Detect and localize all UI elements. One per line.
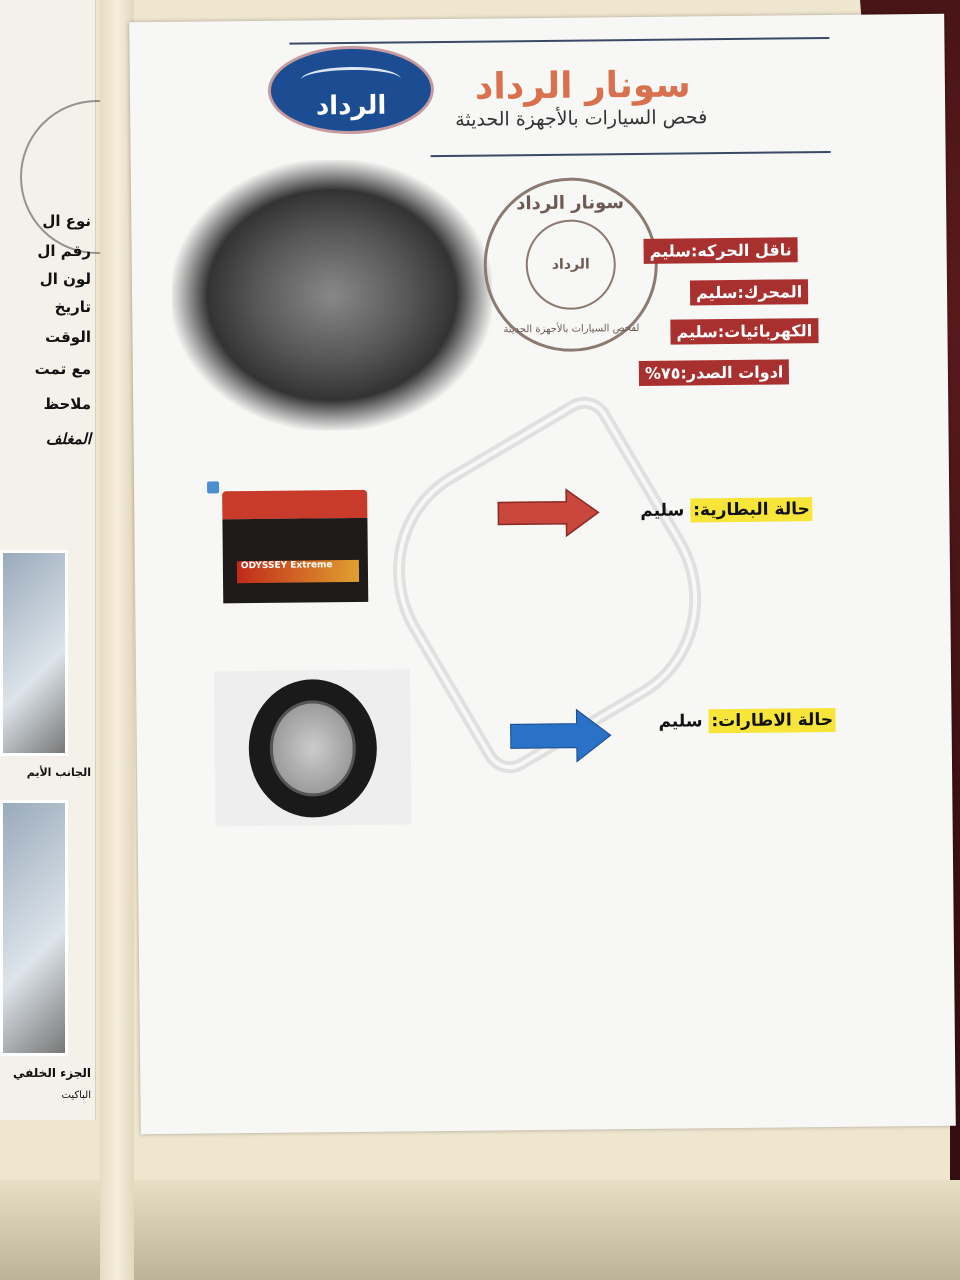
left-caption: الجزء الخلفي [13, 1066, 91, 1080]
tires-status-label: حالة الاطارات: [708, 707, 837, 734]
stamp-top-text: سونار الرداد [516, 192, 625, 215]
tag-transmission: ناقل الحركه:سليم [643, 237, 798, 264]
car-silhouette-icon [300, 66, 401, 93]
header-rule-top [289, 36, 830, 45]
battery-status-label: حالة البطارية: [690, 497, 813, 523]
left-line: رقم ال [37, 242, 91, 260]
engine-image [170, 158, 494, 432]
tag-electrical: الكهربائيات:سليم [670, 318, 819, 345]
company-stamp: سونار الرداد الرداد لفحص السيارات بالأجه… [482, 176, 659, 353]
left-line: ملاحظ [43, 395, 91, 413]
wheel-rim [269, 699, 357, 797]
battery-status-value: سليم [640, 500, 685, 521]
stamp-center-text: الرداد [525, 219, 617, 311]
brand-logo: الرداد [267, 45, 435, 135]
left-line: الوقت [45, 328, 91, 346]
inspection-report-page: الرداد سونار الرداد فحص السيارات بالأجهز… [129, 13, 956, 1135]
brand-tagline: فحص السيارات بالأجهزة الحديثة [455, 106, 708, 131]
tire-image [214, 669, 412, 827]
left-page: نوع ال رقم ال لون ال تاريخ الوقت مع تمت … [0, 0, 174, 1120]
arrow-right-icon [510, 708, 612, 763]
left-caption: الباكيت [61, 1090, 92, 1101]
left-caption: الجانب الأيم [26, 766, 91, 779]
left-line: نوع ال [42, 212, 91, 230]
left-line: لون ال [39, 270, 91, 288]
folder-fold [100, 0, 134, 1280]
tires-status: حالة الاطارات: سليم [658, 707, 837, 734]
left-photo-car-rear [0, 800, 68, 1056]
battery-status: حالة البطارية: سليم [640, 497, 813, 523]
image-badge-icon [207, 481, 220, 494]
battery-image: ODYSSEY Extreme [222, 489, 369, 604]
brand-name: سونار الرداد [474, 64, 691, 108]
left-line: المغلف [45, 430, 91, 448]
battery-brand: ODYSSEY Extreme [236, 559, 360, 584]
header-rule-bottom [430, 150, 831, 158]
left-line: مع تمت [34, 360, 91, 378]
left-line: تاريخ [54, 298, 91, 316]
tag-chest-tools: ادوات الصدر:٧٥% [638, 359, 790, 386]
tag-engine: المحرك:سليم [689, 279, 809, 306]
stamp-bottom-text: لفحص السيارات بالأجهزة الحديثة [503, 322, 640, 336]
left-photo-car-side [0, 550, 68, 756]
logo-text: الرداد [315, 90, 387, 122]
folder-bottom-edge [0, 1180, 960, 1280]
tires-status-value: سليم [658, 711, 703, 732]
arrow-right-icon [497, 488, 600, 538]
